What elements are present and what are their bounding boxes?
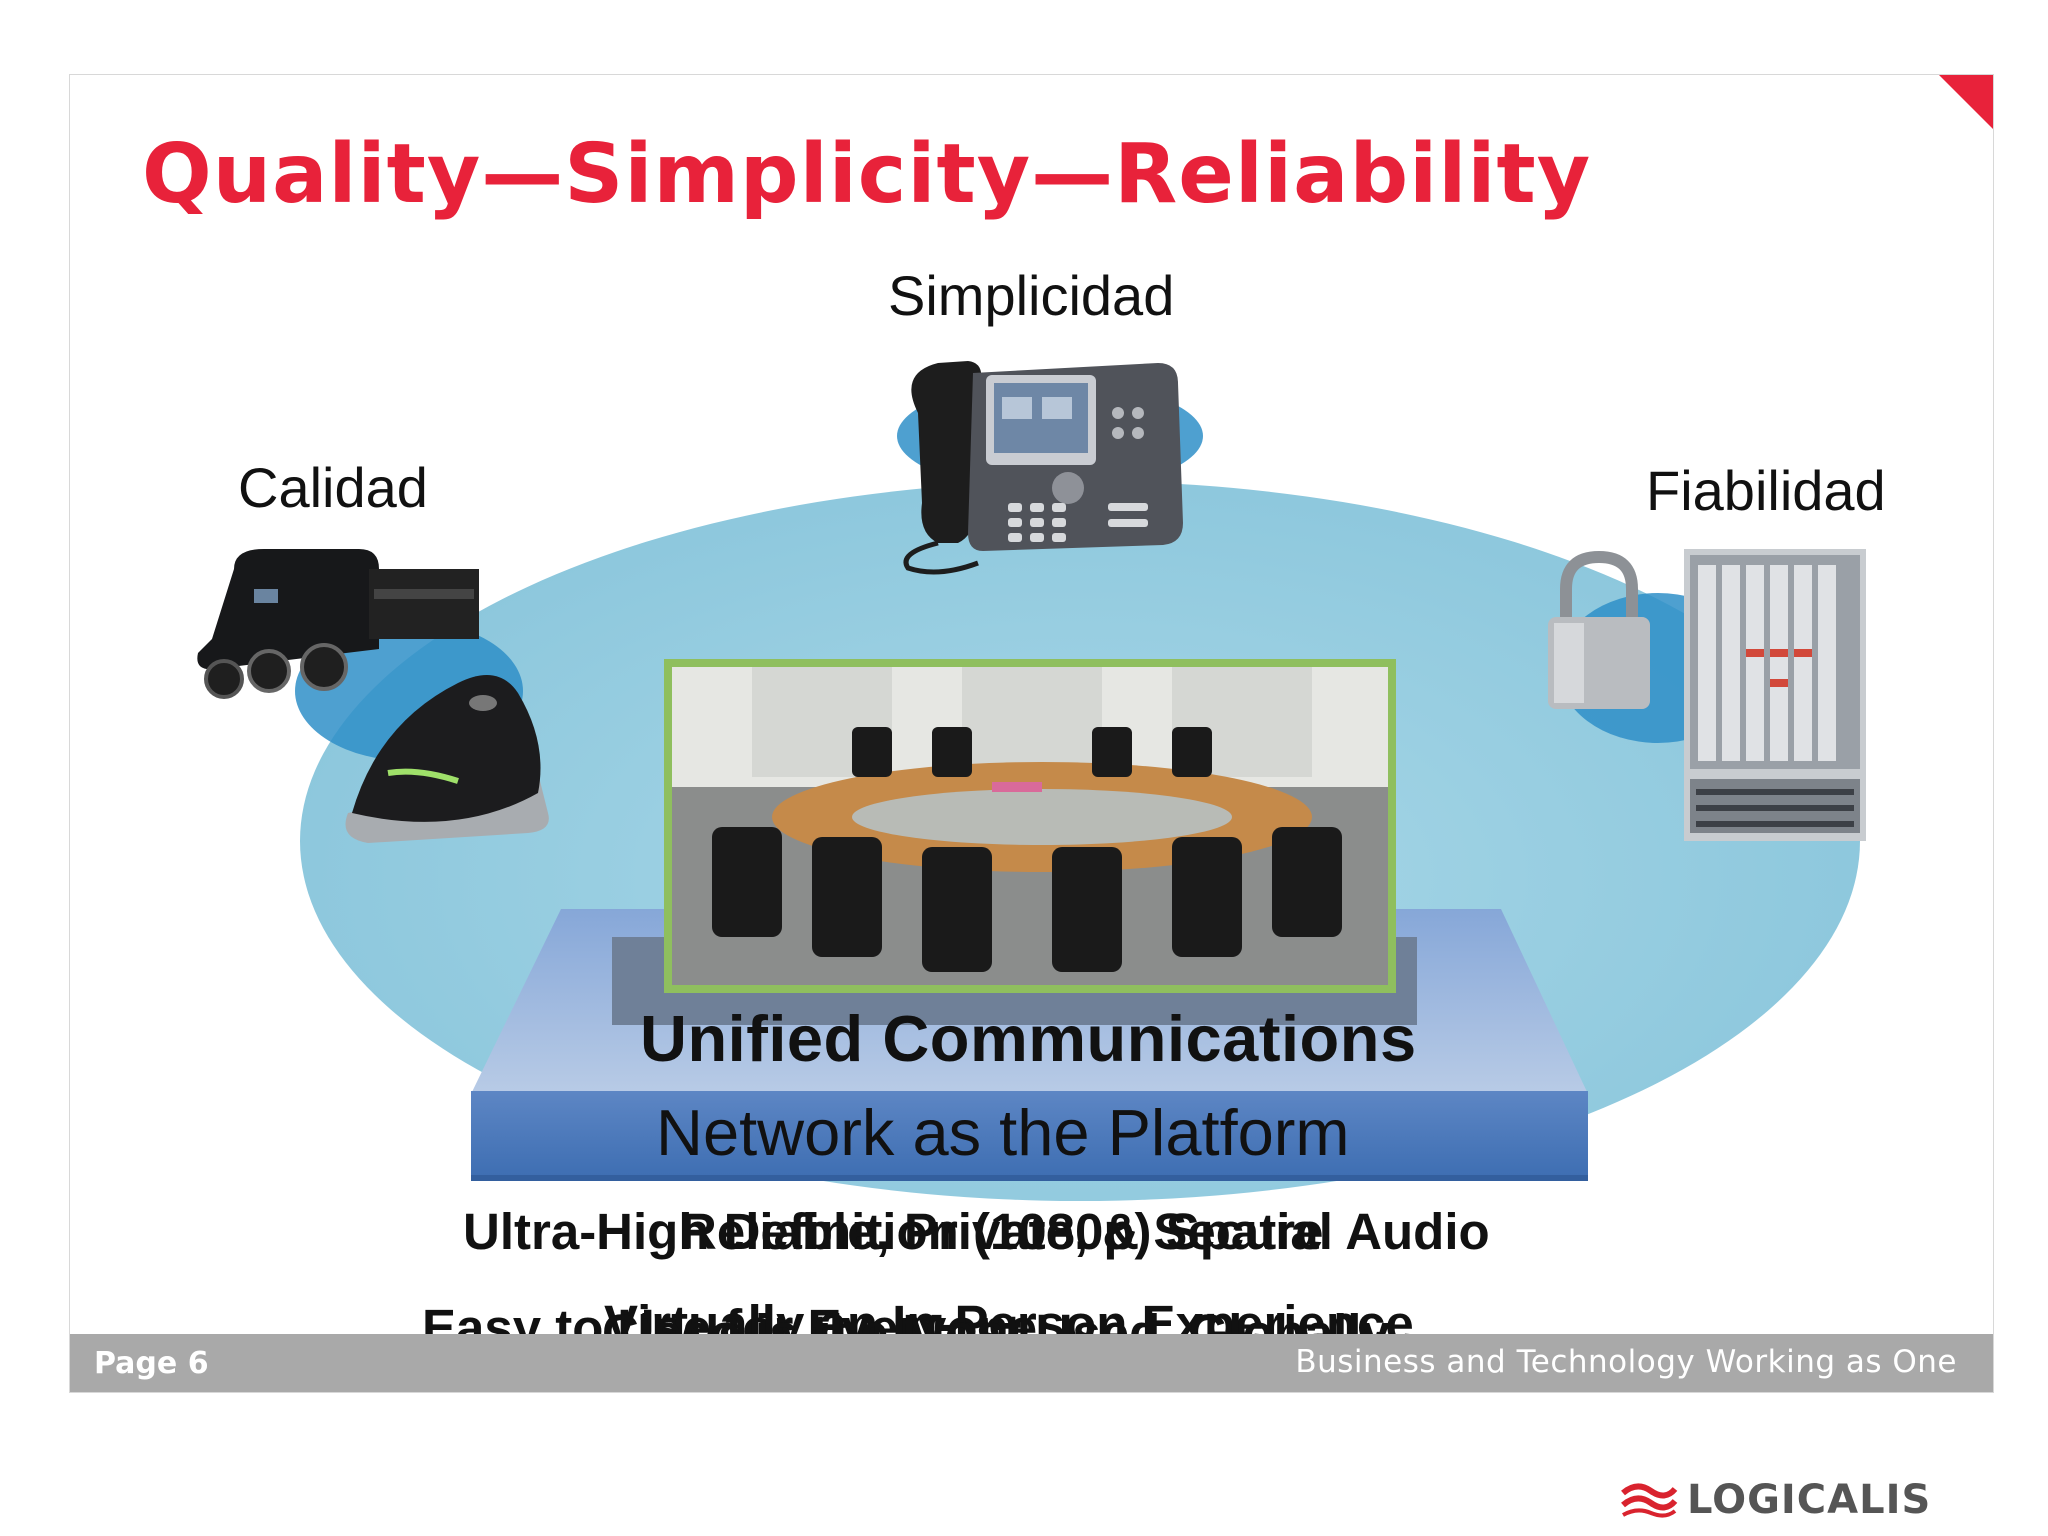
label-calidad: Calidad [238,456,428,519]
logicalis-mark-icon [1621,1483,1678,1518]
padlock-icon [1544,549,1654,719]
footer-bar: Page 6 Business and Technology Working a… [70,1334,1993,1392]
slide: Quality—Simplicity—Reliability Simplicid… [69,74,1994,1393]
label-fiabilidad: Fiabilidad [1646,459,1886,522]
unified-communications-label: Unified Communications [640,1002,1417,1075]
logo-text: LOGICALIS [1687,1477,1932,1523]
corner-accent [1939,75,1993,129]
server-chassis-icon [1684,549,1866,841]
logicalis-logo: LOGICALIS [1619,1477,1931,1523]
conference-room-image [664,659,1396,993]
network-platform-label: Network as the Platform [656,1096,1350,1169]
platform-band [471,1091,1588,1181]
ip-phone-icon [878,353,1198,583]
slide-title: Quality—Simplicity—Reliability [142,127,1592,222]
telepresence-camera-icon [194,549,484,719]
label-simplicidad: Simplicidad [888,264,1175,327]
page-number: Page 6 [94,1346,209,1381]
footer-tagline: Business and Technology Working as One [1295,1344,1957,1380]
overlap-line-2: Reliable, Private, & Secure [680,1203,1324,1260]
speakerphone-icon [338,663,568,853]
overlap-line-1: Ultra-High Definition (1080p) Spatial Au… [463,1203,1490,1260]
